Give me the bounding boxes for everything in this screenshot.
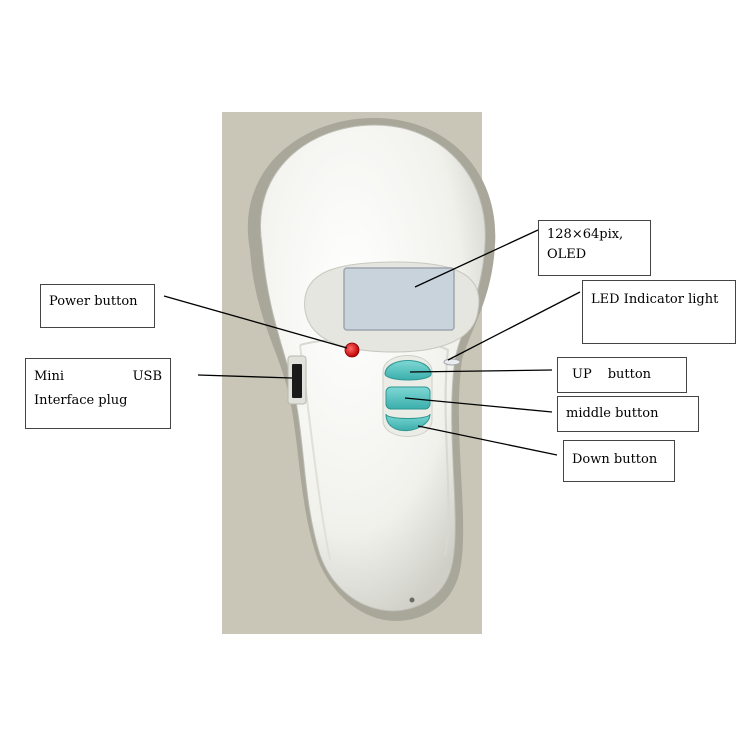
label-up-word2: button: [607, 367, 652, 382]
label-power: Power button: [40, 284, 155, 328]
label-oled-line1: 128×64pix,: [547, 227, 624, 242]
leader-power: [163, 295, 348, 349]
leader-middle: [404, 397, 553, 413]
power-button-dot: [344, 342, 360, 358]
label-usb: Mini USB Interface plug: [25, 358, 171, 429]
leader-usb: [197, 374, 293, 379]
label-up-line: UP button: [572, 365, 678, 385]
label-usb-line2: Interface plug: [34, 393, 128, 408]
label-usb-word1: Mini: [34, 369, 64, 384]
leader-lines: [163, 229, 581, 456]
screw-hole: [409, 597, 415, 603]
label-down-text: Down button: [572, 452, 658, 467]
led-indicator: [443, 358, 461, 366]
label-oled: 128×64pix, OLED: [538, 220, 651, 276]
label-up-word1: UP: [572, 367, 592, 382]
label-middle-text: middle button: [566, 406, 659, 421]
label-up: UP button: [557, 357, 687, 393]
label-power-text: Power button: [49, 294, 138, 309]
label-oled-line2: OLED: [547, 247, 587, 262]
label-down: Down button: [563, 440, 675, 482]
label-usb-word2: USB: [132, 369, 162, 384]
label-led-text: LED Indicator light: [591, 292, 719, 307]
leader-up: [409, 369, 553, 373]
leader-led: [447, 291, 581, 361]
label-led: LED Indicator light: [582, 280, 736, 344]
leader-oled: [414, 229, 539, 288]
device-body: [260, 124, 486, 612]
leader-down: [417, 425, 558, 456]
oled-screen: [343, 267, 455, 331]
up-key: [384, 360, 432, 381]
label-usb-line1: Mini USB: [34, 367, 162, 387]
label-middle: middle button: [557, 396, 699, 432]
